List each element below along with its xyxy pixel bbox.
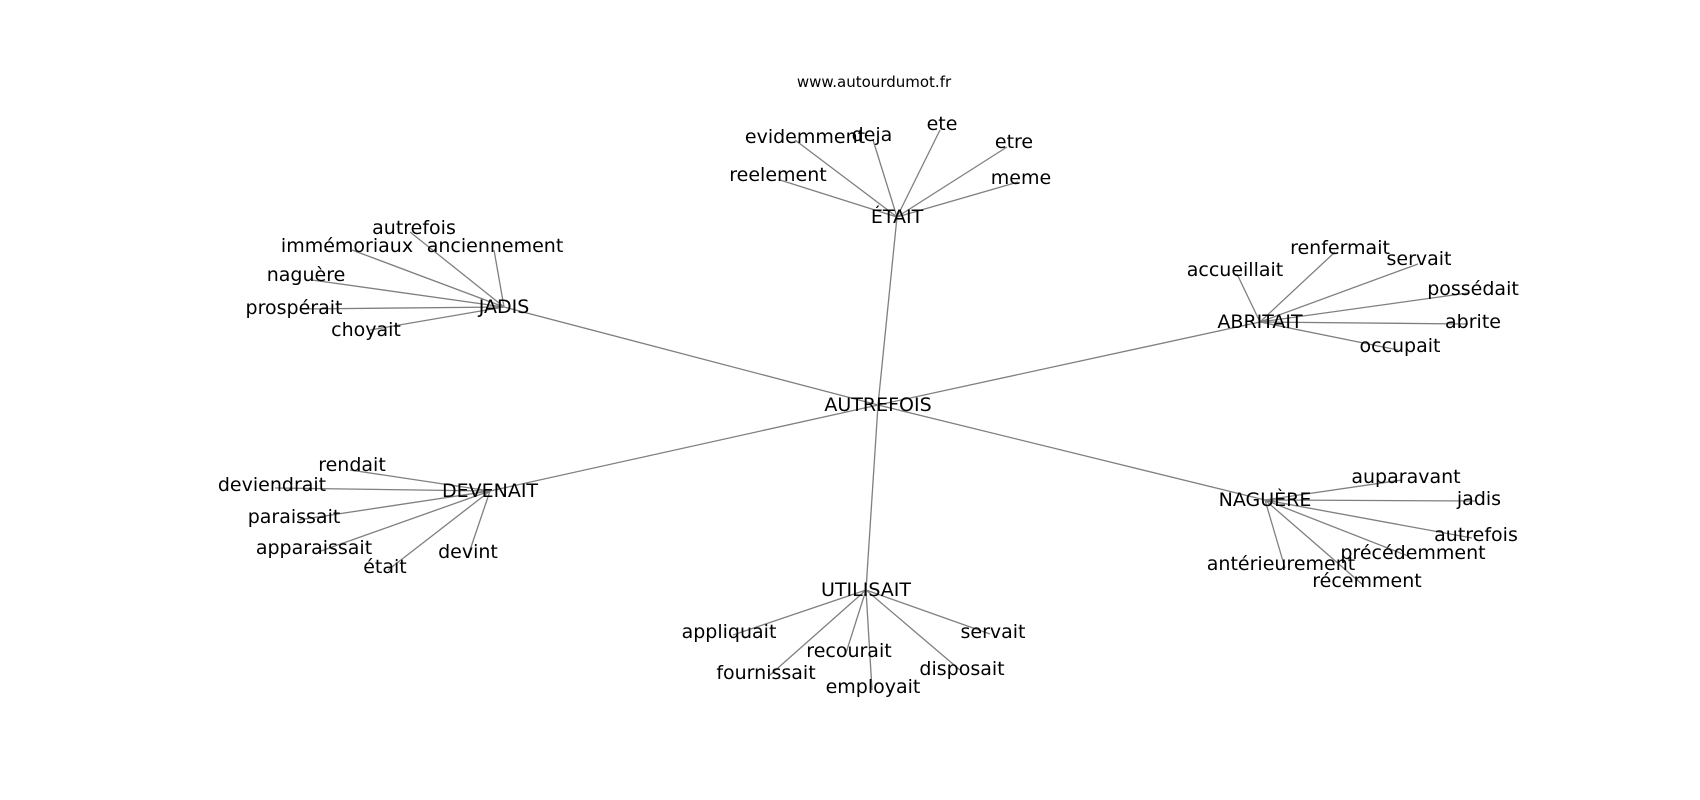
leaf-node[interactable]: disposait [919,658,1004,680]
leaf-node[interactable]: choyait [331,319,401,341]
edge-hub-1-leaf-5 [369,306,505,331]
edge-hub-5-leaf-4 [769,589,867,676]
edge-center-to-hub-4 [877,404,1266,501]
edge-hub-4-leaf-1 [1264,499,1476,502]
leaf-node[interactable]: autrefois [372,217,456,239]
edge-hub-3-leaf-0 [349,469,491,492]
edge-hub-5-leaf-3 [865,589,961,671]
leaf-node[interactable]: accueillait [1187,259,1283,281]
hub-node[interactable]: UTILISAIT [821,579,911,601]
hub-node[interactable]: JADIS [478,296,530,318]
edge-hub-0-leaf-2 [896,129,941,218]
leaf-node[interactable]: meme [991,167,1051,189]
leaf-node[interactable]: renfermait [1290,237,1390,259]
hub-node[interactable]: ABRITAIT [1217,311,1303,333]
edge-hub-0-leaf-1 [872,139,898,218]
graph-edges [274,129,1476,691]
leaf-node[interactable]: ete [927,113,958,135]
leaf-node[interactable]: naguère [267,264,346,286]
leaf-node[interactable]: evidemment [745,126,865,148]
leaf-node[interactable]: paraissait [248,506,341,528]
leaf-node[interactable]: prospérait [246,297,343,319]
edge-hub-3-leaf-1 [274,487,491,492]
leaf-node[interactable]: autrefois [1434,524,1518,546]
hub-node[interactable]: ÉTAIT [871,205,924,228]
edge-hub-1-leaf-2 [493,249,505,308]
leaf-node[interactable]: servait [960,621,1025,643]
edge-hub-3-leaf-3 [317,490,491,553]
edge-hub-1-leaf-3 [311,279,505,308]
edge-hub-2-leaf-0 [1259,251,1336,323]
leaf-node[interactable]: servait [1386,248,1451,270]
leaf-node[interactable]: immémoriaux [281,235,413,257]
leaf-node[interactable]: devint [438,541,498,563]
edge-hub-0-leaf-5 [896,181,1019,218]
edge-hub-1-leaf-0 [409,231,505,308]
edge-hub-2-leaf-3 [1259,292,1469,323]
leaf-node[interactable]: recourait [806,640,891,662]
leaf-node[interactable]: rendait [318,454,386,476]
leaf-node[interactable]: occupait [1360,335,1441,357]
edge-hub-3-leaf-4 [387,490,491,571]
edge-center-to-hub-2 [877,321,1261,406]
leaf-node[interactable]: deja [852,124,893,146]
edge-hub-2-leaf-5 [1259,321,1399,351]
leaf-node[interactable]: appliquait [682,621,777,643]
leaf-node[interactable]: abrite [1445,311,1501,333]
center-node[interactable]: AUTREFOIS [824,394,931,416]
edge-center-to-hub-1 [503,306,879,406]
site-watermark: www.autourdumot.fr [797,73,952,91]
edge-center-to-hub-5 [865,404,879,591]
hub-node[interactable]: DEVENAIT [442,480,538,502]
leaf-node[interactable]: récemment [1312,570,1421,592]
edge-center-to-hub-3 [489,404,879,492]
edge-hub-5-leaf-2 [845,589,867,654]
leaf-node[interactable]: reelement [729,164,826,186]
leaf-node[interactable]: possédait [1427,278,1519,300]
leaf-node[interactable]: précédemment [1340,542,1485,564]
edge-hub-5-leaf-5 [865,589,873,691]
edge-hub-2-leaf-4 [1259,321,1469,325]
edge-hub-2-leaf-2 [1236,273,1261,323]
leaf-node[interactable]: fournissait [716,662,815,684]
edge-hub-2-leaf-1 [1259,263,1419,323]
leaf-node[interactable]: apparaissait [256,537,372,559]
edge-hub-0-leaf-3 [896,146,1008,218]
edge-center-to-hub-0 [877,216,898,406]
leaf-node[interactable]: antérieurement [1207,553,1355,575]
edge-hub-4-leaf-3 [1264,499,1409,557]
leaf-node[interactable]: anciennement [427,235,564,257]
leaf-node[interactable]: deviendrait [218,474,326,496]
edge-hub-0-leaf-4 [779,179,898,218]
edge-hub-5-leaf-1 [865,589,991,635]
hub-node[interactable]: NAGUÈRE [1219,488,1312,511]
edge-hub-3-leaf-5 [467,490,491,557]
edge-hub-3-leaf-2 [297,490,491,521]
edge-hub-0-leaf-0 [794,139,898,218]
edge-hub-4-leaf-5 [1264,499,1364,586]
edge-hub-4-leaf-2 [1264,499,1473,539]
edge-hub-1-leaf-4 [299,306,505,310]
leaf-node[interactable]: etre [995,131,1033,153]
edge-hub-5-leaf-0 [732,589,867,636]
leaf-node[interactable]: employait [826,676,921,698]
edge-hub-4-leaf-0 [1264,479,1403,501]
edge-hub-1-leaf-1 [351,249,505,308]
leaf-node[interactable]: jadis [1456,488,1501,510]
edge-hub-4-leaf-4 [1264,499,1286,569]
leaf-node[interactable]: auparavant [1351,466,1460,488]
leaf-node[interactable]: était [363,556,407,578]
